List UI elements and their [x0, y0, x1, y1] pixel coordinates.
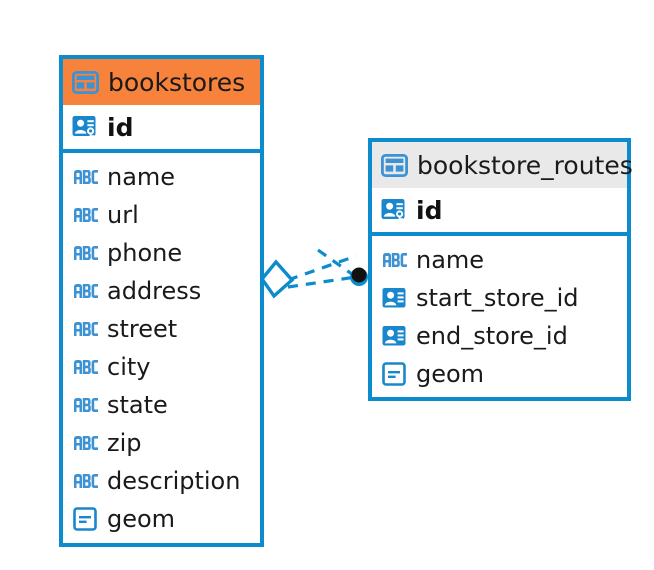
field-label: name: [107, 163, 176, 191]
field-label: description: [107, 467, 241, 495]
entity-header-bookstores[interactable]: bookstores: [63, 59, 260, 105]
field-row-street[interactable]: street: [63, 310, 260, 348]
diamond-marker: [259, 259, 295, 299]
primary-key-label: id: [107, 112, 134, 142]
field-label: state: [107, 391, 168, 419]
field-row-city[interactable]: city: [63, 348, 260, 386]
field-label: url: [107, 201, 139, 229]
field-label: geom: [107, 505, 176, 533]
field-row-name[interactable]: name: [372, 241, 627, 279]
field-label: geom: [416, 360, 485, 388]
entity-bookstore-routes[interactable]: bookstore_routes id: [368, 138, 633, 401]
field-row-url[interactable]: url: [63, 196, 260, 234]
field-label: zip: [107, 429, 142, 457]
filled-circle-marker: [350, 268, 368, 286]
field-row-description[interactable]: description: [63, 462, 260, 500]
abc-icon: [73, 164, 99, 190]
entity-title: bookstores: [108, 67, 246, 97]
field-label: street: [107, 315, 178, 343]
entity-bookstores[interactable]: bookstores id: [59, 55, 264, 547]
field-label: address: [107, 277, 202, 305]
primary-key-row-bookstores[interactable]: id: [63, 105, 260, 153]
field-row-address[interactable]: address: [63, 272, 260, 310]
abc-icon: [73, 468, 99, 494]
field-row-state[interactable]: state: [63, 386, 260, 424]
relationship-line-middle: [287, 275, 357, 289]
filled-circle-marker-core: [351, 267, 367, 283]
field-row-geom[interactable]: geom: [63, 500, 260, 538]
field-list-bookstore-routes: name start_store_id: [372, 236, 627, 399]
field-row-start-store-id[interactable]: start_store_id: [372, 279, 627, 317]
abc-icon: [73, 430, 99, 456]
abc-icon: [73, 278, 99, 304]
table-icon: [71, 70, 100, 94]
abc-icon: [73, 316, 99, 342]
field-label: start_store_id: [416, 284, 579, 312]
abc-icon: [73, 392, 99, 418]
entity-title: bookstore_routes: [417, 150, 633, 180]
field-row-zip[interactable]: zip: [63, 424, 260, 462]
field-row-name[interactable]: name: [63, 158, 260, 196]
relationship-line-lower: [317, 248, 357, 279]
field-label: name: [416, 246, 485, 274]
geometry-icon: [73, 507, 99, 531]
table-icon: [380, 153, 409, 177]
abc-icon: [73, 202, 99, 228]
foreign-key-icon: [382, 287, 408, 309]
field-row-geom[interactable]: geom: [372, 355, 627, 393]
field-list-bookstores: name url: [63, 153, 260, 544]
foreign-key-icon: [382, 325, 408, 347]
primary-key-icon: [72, 114, 99, 141]
abc-icon: [73, 354, 99, 380]
primary-key-icon: [381, 197, 408, 224]
primary-key-label: id: [416, 195, 443, 225]
field-label: city: [107, 353, 151, 381]
field-label: phone: [107, 239, 183, 267]
field-row-phone[interactable]: phone: [63, 234, 260, 272]
field-row-end-store-id[interactable]: end_store_id: [372, 317, 627, 355]
primary-key-row-bookstore-routes[interactable]: id: [372, 188, 627, 236]
entity-header-bookstore-routes[interactable]: bookstore_routes: [372, 142, 633, 188]
relationship-line-upper: [287, 254, 357, 282]
abc-icon: [382, 247, 408, 273]
geometry-icon: [382, 362, 408, 386]
abc-icon: [73, 240, 99, 266]
field-label: end_store_id: [416, 322, 568, 350]
